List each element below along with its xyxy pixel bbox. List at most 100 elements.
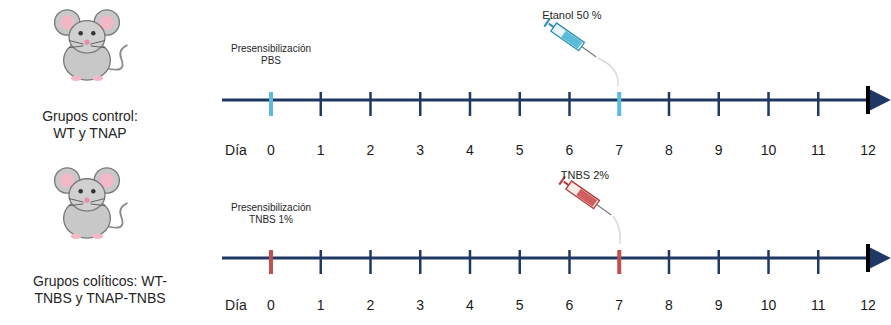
day-number-box: 10 — [761, 141, 777, 159]
day-number-box: 6 — [566, 296, 574, 314]
day-tick — [419, 92, 422, 116]
day-number: 1 — [317, 142, 325, 159]
day-number: 12 — [860, 297, 876, 314]
day-tick — [269, 250, 273, 274]
group-label: Grupos colíticos: WT-TNBS y TNAP-TNBS — [17, 273, 183, 307]
day-number: 6 — [566, 142, 574, 159]
day-number-box: 1 — [317, 141, 325, 159]
syringe-icon — [544, 18, 599, 61]
day-tick — [668, 250, 671, 274]
day-number: 8 — [665, 142, 673, 159]
day-number-box: 7 — [615, 296, 623, 314]
day-number: 12 — [860, 142, 876, 159]
day-number-box: 11 — [811, 296, 826, 314]
event-label-box: Presensibilización TNBS 1% — [223, 202, 319, 227]
day-number: 0 — [267, 142, 275, 159]
day-number-box: 10 — [761, 296, 777, 314]
day-tick — [469, 250, 472, 274]
syringe-icon — [559, 176, 614, 219]
group-label-box: Grupos colíticos: WT-TNBS y TNAP-TNBS — [17, 273, 183, 307]
day-number-box: 4 — [466, 296, 474, 314]
event-label: Presensibilización TNBS 1% — [223, 202, 319, 226]
day-tick — [866, 244, 870, 272]
day-number-box: 5 — [516, 296, 524, 314]
event-label: Presensibilización PBS — [223, 43, 319, 67]
day-tick — [369, 250, 372, 274]
day-number-box: 3 — [416, 296, 424, 314]
day-number-box: 9 — [715, 141, 723, 159]
day-tick — [866, 86, 870, 114]
axis-label: Día — [225, 142, 247, 159]
day-number-box: 3 — [416, 141, 424, 159]
day-tick — [320, 250, 323, 274]
day-number-box: 9 — [715, 296, 723, 314]
day-number-box: 7 — [615, 141, 623, 159]
day-number: 8 — [665, 297, 673, 314]
day-tick — [568, 92, 571, 116]
day-tick — [369, 92, 372, 116]
day-number: 10 — [761, 142, 777, 159]
day-number-box: 12 — [860, 296, 876, 314]
day-number: 9 — [715, 142, 723, 159]
day-tick — [568, 250, 571, 274]
day-number: 4 — [466, 297, 474, 314]
day-number-box: 6 — [566, 141, 574, 159]
group-label-box: Grupos control: WT y TNAP — [30, 108, 150, 142]
mouse-icon — [55, 10, 128, 81]
group-label: Grupos control: WT y TNAP — [30, 108, 150, 142]
injection-curve — [613, 216, 620, 244]
day-number: 3 — [416, 142, 424, 159]
day-tick — [469, 92, 472, 116]
day-tick — [419, 250, 422, 274]
day-number: 2 — [367, 142, 375, 159]
day-number-box: 8 — [665, 296, 673, 314]
day-tick — [767, 250, 770, 274]
day-number-box: 5 — [516, 141, 524, 159]
day-tick — [617, 92, 621, 116]
day-number-box: 12 — [860, 141, 876, 159]
day-number: 10 — [761, 297, 777, 314]
day-number: 9 — [715, 297, 723, 314]
day-tick — [320, 92, 323, 116]
day-number: 3 — [416, 297, 424, 314]
day-number-box: 8 — [665, 141, 673, 159]
day-tick — [519, 92, 522, 116]
treatment-label: Etanol 50 % — [542, 9, 601, 22]
timeline — [222, 86, 886, 116]
day-tick — [767, 92, 770, 116]
day-tick — [269, 92, 273, 116]
axis-label-box: Día — [225, 141, 247, 159]
timeline — [222, 244, 886, 274]
day-number: 1 — [317, 297, 325, 314]
day-number: 7 — [615, 297, 623, 314]
day-number: 6 — [566, 297, 574, 314]
day-number: 5 — [516, 142, 524, 159]
treatment-label-box: Etanol 50 % — [542, 5, 601, 23]
day-number-box: 2 — [367, 296, 375, 314]
day-number: 2 — [367, 297, 375, 314]
day-tick — [668, 92, 671, 116]
day-number-box: 11 — [811, 141, 826, 159]
day-number: 11 — [811, 297, 826, 314]
day-number-box: 2 — [367, 141, 375, 159]
day-number: 11 — [811, 142, 826, 159]
day-number-box: 4 — [466, 141, 474, 159]
day-tick — [718, 92, 721, 116]
axis-label: Día — [225, 297, 247, 314]
day-tick — [817, 92, 820, 116]
axis-label-box: Día — [225, 296, 247, 314]
day-tick — [718, 250, 721, 274]
day-number: 4 — [466, 142, 474, 159]
day-number: 7 — [615, 142, 623, 159]
event-label-box: Presensibilización PBS — [223, 43, 319, 68]
day-number: 0 — [267, 297, 275, 314]
day-number-box: 0 — [267, 141, 275, 159]
day-tick — [617, 250, 621, 274]
day-tick — [519, 250, 522, 274]
day-number-box: 0 — [267, 296, 275, 314]
treatment-label: TNBS 2% — [561, 169, 609, 182]
mouse-icon — [55, 168, 128, 239]
day-number-box: 1 — [317, 296, 325, 314]
day-number: 5 — [516, 297, 524, 314]
injection-curve — [598, 58, 618, 86]
